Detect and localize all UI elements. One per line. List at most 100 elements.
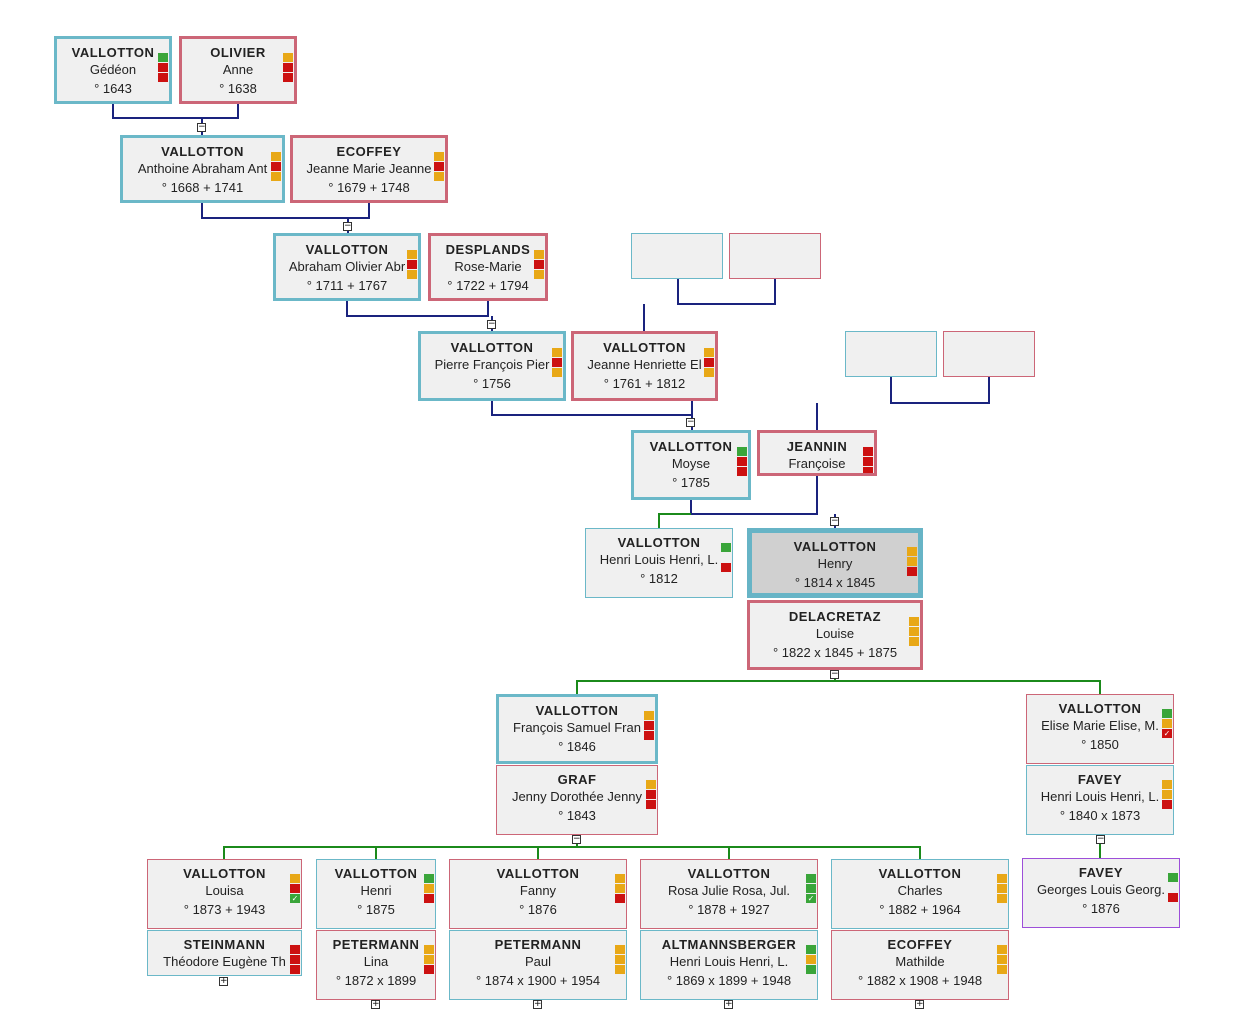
- collapse-branch-button[interactable]: −: [830, 516, 839, 526]
- status-mark: [407, 270, 417, 279]
- status-mark: [997, 874, 1007, 883]
- status-markers: [615, 874, 625, 903]
- person-dates: ° 1872 x 1899: [335, 973, 417, 988]
- person-surname: VALLOTTON: [878, 866, 962, 881]
- person-dates: ° 1785: [672, 475, 710, 490]
- status-mark: [615, 955, 625, 964]
- person-surname: VALLOTTON: [649, 439, 733, 454]
- person-dates: ° 1722 + 1794: [447, 278, 529, 293]
- person-given-name: Rose-Marie: [454, 259, 522, 274]
- collapse-branch-button[interactable]: −: [343, 221, 352, 231]
- status-mark: [737, 457, 747, 466]
- status-mark: [721, 543, 731, 552]
- collapse-branch-button[interactable]: −: [197, 122, 206, 132]
- person-surname: VALLOTTON: [535, 703, 619, 718]
- person-surname: JEANNIN: [786, 439, 848, 454]
- collapse-branch-button[interactable]: −: [830, 669, 839, 679]
- status-mark: [997, 945, 1007, 954]
- collapse-branch-button[interactable]: −: [487, 319, 496, 329]
- person-dates: ° 1711 + 1767: [306, 278, 388, 293]
- person-surname: FAVEY: [1078, 865, 1124, 880]
- expand-branch-button[interactable]: +: [371, 999, 380, 1009]
- collapse-branch-button[interactable]: −: [686, 417, 695, 427]
- status-mark: [1168, 883, 1178, 892]
- person-surname: DELACRETAZ: [788, 609, 882, 624]
- ancestor-connector: [816, 377, 990, 430]
- person-given-name: Gédéon: [89, 62, 137, 77]
- status-mark: [907, 557, 917, 566]
- person-given-name: Rosa Julie Rosa, Jul.: [667, 883, 791, 898]
- status-mark: [863, 447, 873, 456]
- status-mark: [434, 152, 444, 161]
- status-mark: [615, 945, 625, 954]
- person-given-name: Théodore Eugène Th: [163, 954, 286, 969]
- status-mark: [863, 467, 873, 473]
- status-mark: [737, 447, 747, 456]
- person-card-empty[interactable]: [943, 331, 1035, 377]
- expand-branch-button[interactable]: +: [724, 999, 733, 1009]
- status-mark: [158, 53, 168, 62]
- status-mark: [863, 457, 873, 466]
- status-mark: [1162, 790, 1172, 799]
- person-dates: ° 1638: [219, 81, 257, 96]
- expand-branch-button[interactable]: +: [219, 976, 228, 986]
- collapse-branch-button[interactable]: −: [1096, 834, 1105, 844]
- person-card-empty[interactable]: [845, 331, 937, 377]
- status-mark: [158, 63, 168, 72]
- verified-check-icon: ✓: [1162, 729, 1172, 738]
- person-card-empty[interactable]: [631, 233, 723, 279]
- status-mark: [283, 73, 293, 82]
- status-markers: [552, 348, 562, 377]
- expand-branch-button[interactable]: +: [533, 999, 542, 1009]
- status-mark: [907, 547, 917, 556]
- status-mark: [806, 945, 816, 954]
- collapse-branch-button[interactable]: −: [572, 834, 581, 844]
- expand-branch-button[interactable]: +: [915, 999, 924, 1009]
- person-surname: OLIVIER: [210, 45, 266, 60]
- person-dates: ° 1873 + 1943: [183, 902, 266, 917]
- person-dates: ° 1882 x 1908 + 1948: [857, 973, 983, 988]
- status-mark: [434, 172, 444, 181]
- status-mark: [615, 965, 625, 974]
- status-mark: [806, 955, 816, 964]
- person-surname: FAVEY: [1077, 772, 1123, 787]
- person-card-empty[interactable]: [729, 233, 821, 279]
- status-mark: [1168, 873, 1178, 882]
- person-surname: PETERMANN: [494, 937, 582, 952]
- status-mark: [407, 250, 417, 259]
- person-given-name: Pierre François Pier: [434, 357, 550, 372]
- person-given-name: Fanny: [519, 883, 557, 898]
- person-surname: VALLOTTON: [1058, 701, 1142, 716]
- status-mark: [721, 563, 731, 572]
- person-given-name: Jeanne Marie Jeanne: [306, 161, 432, 176]
